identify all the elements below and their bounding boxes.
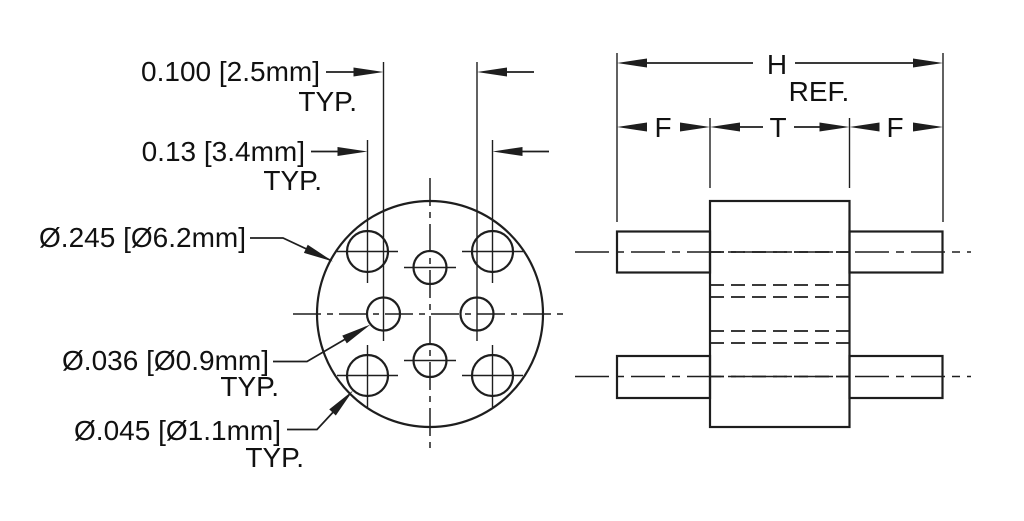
arrowhead-body-left [710,122,740,132]
arrowhead-large-hole [329,390,353,416]
dim-body-label: T [769,112,786,143]
dim-small-hole-typ: TYP. [220,371,279,402]
side-view: H REF. F T F [575,49,971,429]
dim-outer-dia-label: Ø.245 [Ø6.2mm] [39,222,246,253]
dim-large-hole-label: Ø.045 [Ø1.1mm] [74,415,281,446]
dim-lead-right-label: F [886,112,903,143]
arrowhead-pitch-right [477,67,507,77]
dim-corner-pitch-typ: TYP. [263,165,322,196]
dim-corner-pitch-label: 0.13 [3.4mm] [142,136,305,167]
arrowhead-small-hole [342,324,371,344]
dim-large-hole-typ: TYP. [245,442,304,473]
dim-overall-ref: REF. [789,76,850,107]
arrowhead-overall-left [617,58,647,68]
arrowhead-lead-left-b [680,122,710,132]
outer-body-circle [315,199,545,429]
arrowhead-lead-left-a [617,122,647,132]
dim-small-hole-label: Ø.036 [Ø0.9mm] [62,345,269,376]
arrowhead-overall-right [913,58,943,68]
body-outline [708,199,851,429]
arrowhead-lead-right-a [849,122,880,132]
dim-pitch-typ: TYP. [298,86,357,117]
arrowhead-pitch-left [353,67,384,77]
arrowhead-corner-pitch-right [492,147,523,156]
dim-pitch-label: 0.100 [2.5mm] [141,56,320,87]
front-view: 0.100 [2.5mm] TYP. 0.13 [3.4mm] TYP. Ø.2… [39,56,567,473]
dim-overall-label: H [767,49,787,80]
dim-lead-left-label: F [654,112,671,143]
arrowhead-corner-pitch-left [337,147,368,156]
arrowhead-lead-right-b [913,122,943,132]
leader-large-hole [287,394,350,431]
arrowhead-outer-dia [303,244,333,262]
arrowhead-body-right [819,122,850,132]
